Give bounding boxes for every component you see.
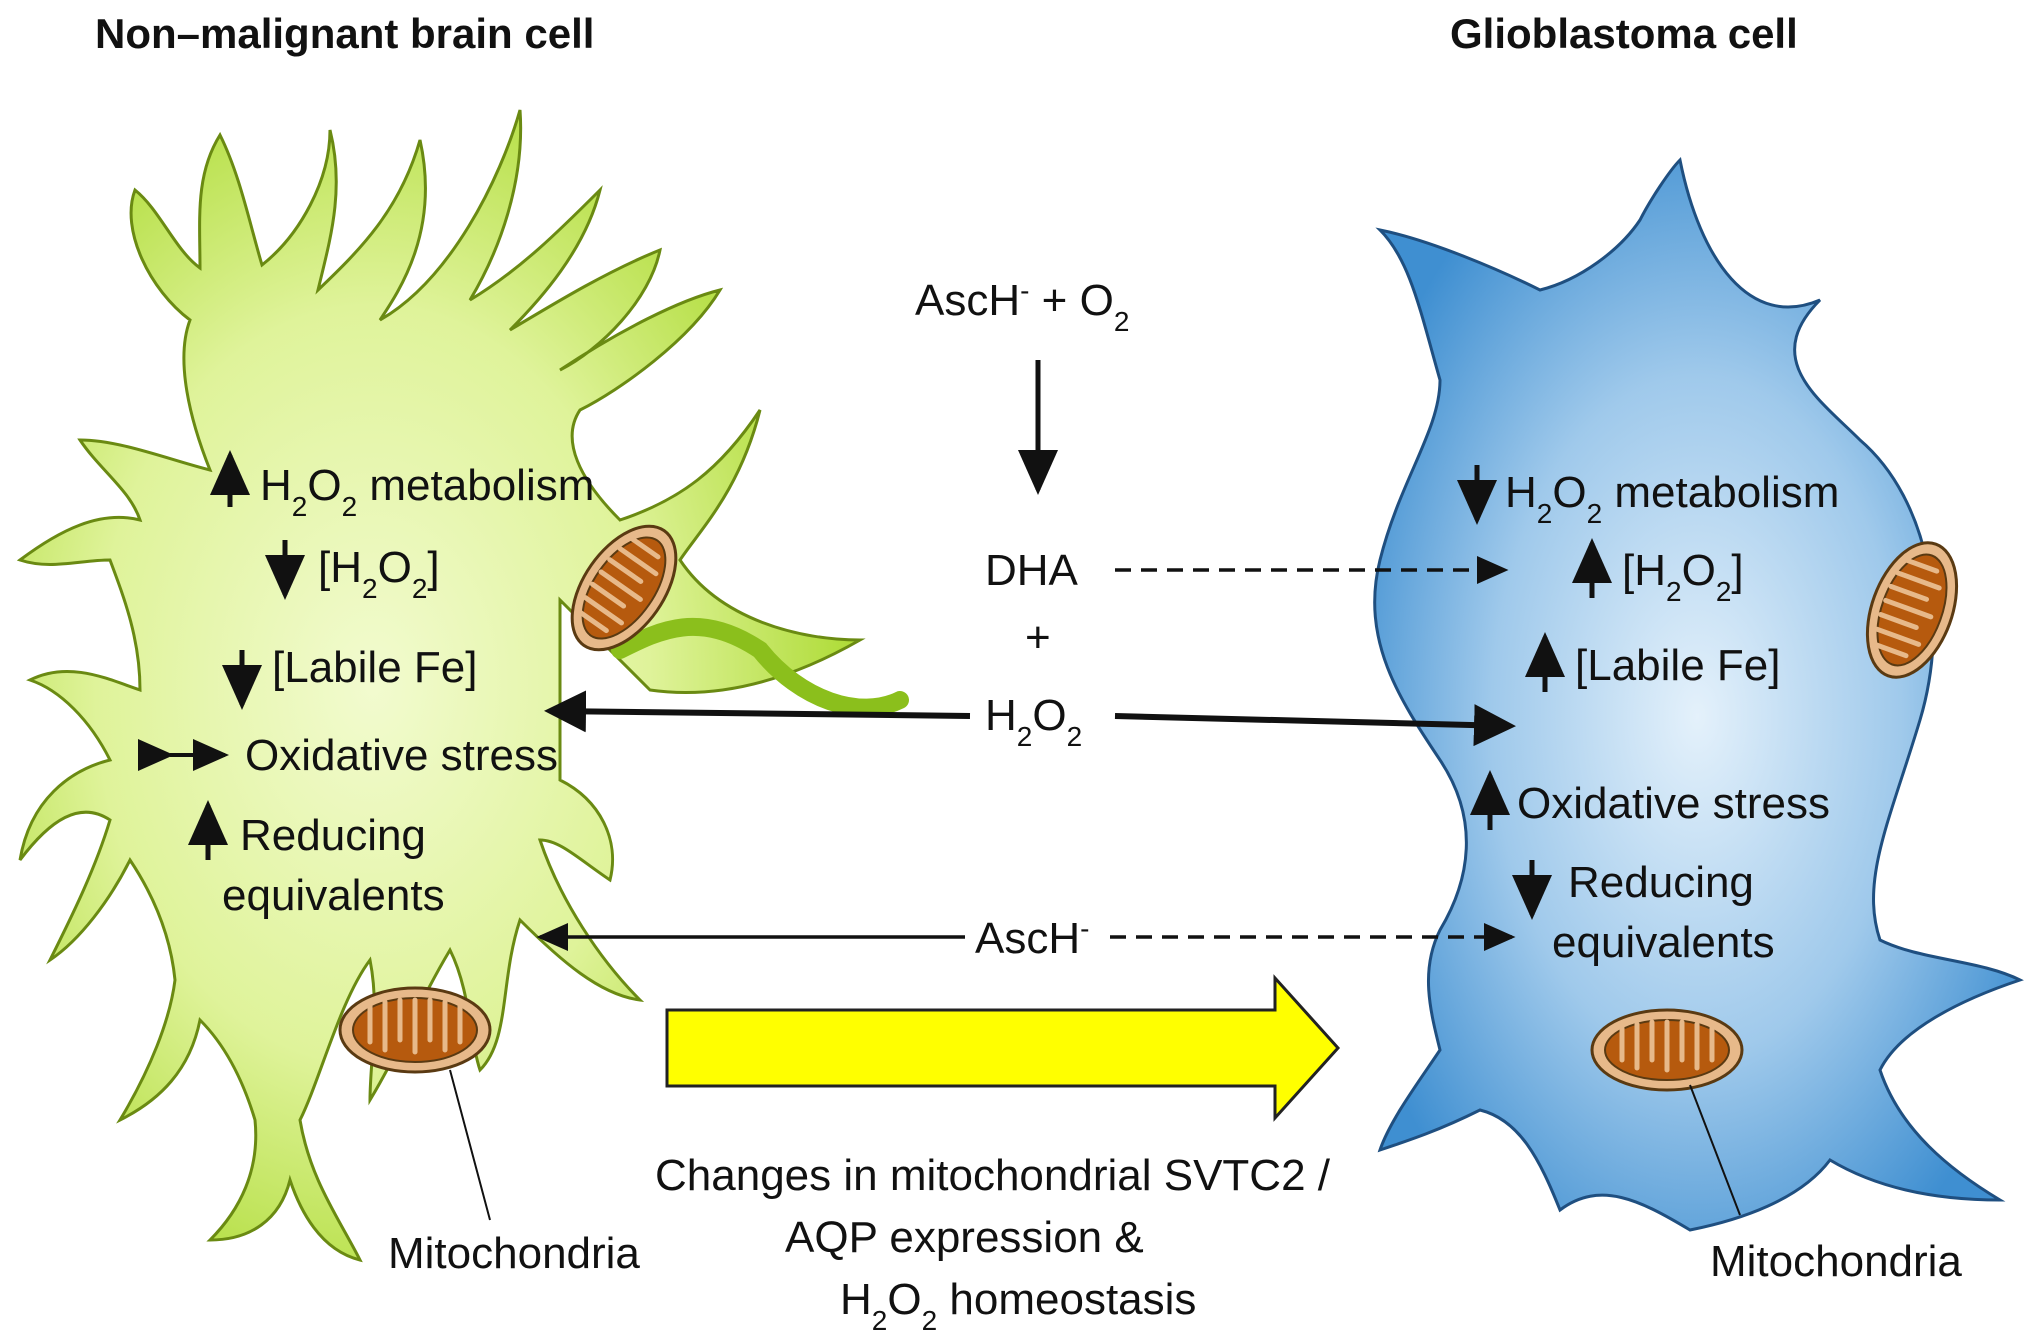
right-h2o2-metabolism: H2O2 metabolism xyxy=(1505,468,1839,529)
right-labile-fe: [Labile Fe] xyxy=(1575,641,1780,690)
dha-label: DHA xyxy=(985,546,1079,595)
left-mitochondrion-upper xyxy=(570,524,678,652)
right-title: Glioblastoma cell xyxy=(1450,10,1798,57)
dendrite-loop xyxy=(611,618,909,717)
left-title: Non–malignant brain cell xyxy=(95,10,594,57)
big-yellow-arrow xyxy=(665,974,1341,1122)
right-mitochondrion-lower xyxy=(1590,1008,1744,1092)
non-malignant-cell-body xyxy=(16,109,866,1263)
left-equivalents: equivalents xyxy=(222,871,445,920)
left-h2o2-metabolism: H2O2 metabolism xyxy=(260,461,594,522)
h2o2-to-glioblastoma-arrow xyxy=(1114,704,1516,747)
right-oxidative-stress: Oxidative stress xyxy=(1517,779,1830,828)
left-labile-fe: [Labile Fe] xyxy=(272,643,477,692)
left-h2o2-concentration: [H2O2] xyxy=(318,543,440,604)
left-mitochondria-pointer xyxy=(449,1069,491,1221)
right-mitochondria-label: Mitochondria xyxy=(1710,1237,1962,1286)
right-h2o2-concentration: [H2O2] xyxy=(1622,546,1744,607)
right-equivalents: equivalents xyxy=(1552,918,1775,967)
right-mitochondria-pointer xyxy=(1689,1084,1741,1216)
h2o2-center-label: H2O2 xyxy=(985,691,1082,752)
left-oxidative-stress: Oxidative stress xyxy=(245,731,558,780)
h2o2-to-normal-arrow xyxy=(544,690,971,733)
glioblastoma-cell-body xyxy=(1373,156,2024,1232)
asch-label: AscH- xyxy=(975,913,1089,964)
left-reducing: Reducing xyxy=(240,811,426,860)
right-mitochondrion-upper xyxy=(1865,541,1959,679)
changes-line-1: Changes in mitochondrial SVTC2 / xyxy=(655,1151,1331,1200)
changes-line-3: H2O2 homeostasis xyxy=(840,1275,1196,1332)
left-mitochondria-label: Mitochondria xyxy=(388,1229,640,1278)
plus-label: + xyxy=(1025,613,1051,662)
asch-o2-label: AscH- + O2 xyxy=(915,275,1129,337)
left-mitochondrion-lower xyxy=(338,986,492,1074)
right-reducing: Reducing xyxy=(1568,858,1754,907)
changes-line-2: AQP expression & xyxy=(785,1213,1144,1262)
